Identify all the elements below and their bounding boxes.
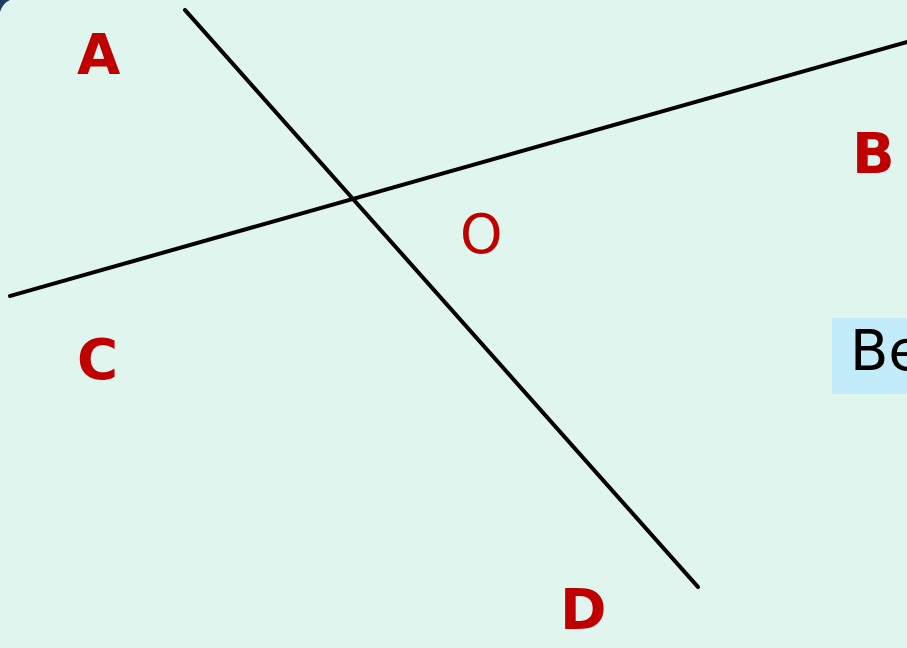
point-label-a: A [77, 23, 121, 88]
line-c-b [8, 40, 907, 298]
callout-text: Be [850, 319, 907, 384]
point-label-d: D [560, 578, 607, 643]
point-label-c: C [77, 328, 119, 393]
corner-accent [0, 0, 10, 12]
text-callout-box: Be [832, 318, 907, 394]
intersection-label-o: O [460, 203, 503, 266]
point-label-b: B [852, 122, 895, 187]
line-a-d [183, 8, 700, 589]
